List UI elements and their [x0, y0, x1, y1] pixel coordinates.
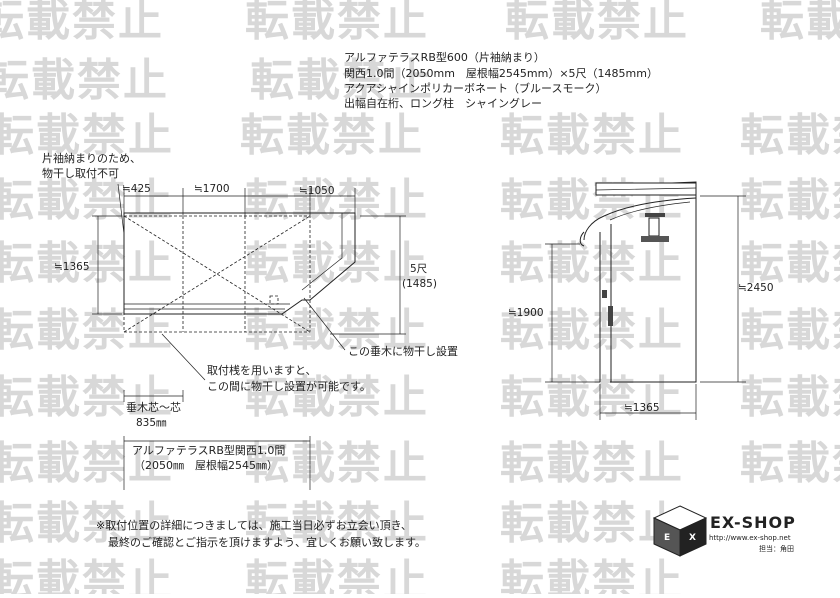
side-view: ≒1900 ≒2450 ≒1365	[508, 181, 774, 420]
plan-dim-projection-mm: (1485)	[402, 278, 437, 290]
plan-dim-projection: 5尺	[410, 263, 428, 275]
watermark-text: 転載禁止	[740, 238, 840, 289]
watermark-text: 転載禁止	[740, 438, 840, 489]
watermark-text: 転載禁止	[245, 556, 429, 594]
brand-cube-icon: E X	[652, 505, 708, 557]
watermark-text: 転載禁止	[760, 0, 840, 46]
watermark-text: 転載禁止	[740, 372, 840, 423]
plan-post-marker	[269, 295, 279, 305]
watermark-text: 転載禁止	[500, 372, 684, 423]
plan-rafter-span-label: 垂木芯～芯	[126, 400, 181, 414]
watermark-text: 転載禁止	[0, 438, 174, 489]
plan-gutter-outline	[301, 213, 343, 291]
plan-mount-callout-1: 取付桟を用いますと、	[207, 363, 317, 377]
side-bracket	[645, 213, 665, 217]
watermark-text: 転載禁止	[0, 372, 174, 423]
plan-note-line-1: 片袖納まりのため、	[42, 151, 141, 165]
watermark-text: 転載禁止	[240, 110, 424, 161]
side-bracket-plate	[641, 236, 669, 242]
plan-rafter-frame	[123, 215, 311, 333]
svg-text:X: X	[689, 533, 696, 543]
watermark-text: 転載禁止	[245, 438, 429, 489]
watermark-text: 転載禁止	[500, 438, 684, 489]
plan-width-label-2: （2050㎜ 屋根幅2545㎜）	[134, 458, 278, 472]
spec-block: アルファテラスRB型600（片袖納まり） 関西1.0間（2050mm 屋根幅25…	[344, 50, 658, 110]
brand-person: 担当：角田	[759, 544, 794, 553]
watermark-text: 転載禁止	[0, 305, 174, 356]
plan-dim-depth: ≒1365	[54, 261, 90, 273]
footer-note: ※取付位置の詳細につきましては、施工当日必ずお立会い頂き、 最終のご確認とご指示…	[96, 518, 426, 549]
footer-note-line-1: ※取付位置の詳細につきましては、施工当日必ずお立会い頂き、	[96, 518, 412, 532]
svg-text:E: E	[664, 533, 670, 543]
footer-note-line-2: 最終のご確認とご指示を頂けますよう、宜しくお願い致します。	[108, 535, 426, 549]
brand-url: http://www.ex-shop.net	[709, 534, 791, 542]
side-roof-sweep	[583, 197, 697, 241]
watermark-text: 転載禁止	[0, 175, 174, 226]
watermark-text: 転載禁止	[0, 0, 164, 46]
side-post-fitting	[602, 290, 607, 298]
side-dim-depth: ≒1365	[624, 402, 660, 414]
watermark-text: 転載禁止	[500, 556, 684, 594]
watermark-text: 転載禁止	[0, 110, 174, 161]
plan-view: 片袖納まりのため、 物干し取付不可 ≒425 ≒1700 ≒1050 ≒1365	[42, 151, 458, 490]
side-dim-height-post: ≒1900	[508, 307, 544, 319]
watermark-text: 転載禁止	[505, 0, 689, 46]
plan-note-line-2: 物干し取付不可	[42, 166, 119, 180]
spec-line-4: 出幅自在桁、ロング柱 シャイングレー	[344, 96, 542, 110]
plan-dim-mid: ≒1700	[194, 183, 230, 195]
plan-note-leader	[117, 183, 125, 235]
watermark-text: 転載禁止	[500, 305, 684, 356]
plan-dim-left: ≒425	[122, 183, 151, 195]
plan-diagonal	[123, 215, 311, 333]
spec-line-1: アルファテラスRB型600（片袖納まり）	[344, 50, 545, 64]
watermark-text: 転載禁止	[245, 238, 429, 289]
watermark-text: 転載禁止	[0, 55, 169, 106]
spec-line-2: 関西1.0間（2050mm 屋根幅2545mm）×5尺（1485mm）	[344, 66, 658, 80]
watermark-text: 転載禁止	[740, 175, 840, 226]
watermark-text: 転載禁止	[500, 498, 684, 549]
plan-rafter-callout-leader	[303, 297, 346, 351]
plan-rafter-callout: この垂木に物干し設置	[348, 344, 458, 358]
watermark-text: 転載禁止	[250, 55, 434, 106]
watermark-text: 転載禁止	[0, 498, 174, 549]
watermark-text: 転載禁止	[740, 305, 840, 356]
plan-width-label-1: アルファテラスRB型関西1.0間	[132, 443, 285, 457]
plan-diagonal	[123, 215, 311, 333]
watermark-text: 転載禁止	[0, 238, 174, 289]
plan-mount-callout-leader	[161, 333, 206, 381]
spec-line-3: アクアシャインポリカーボネート（ブルースモーク）	[344, 81, 606, 95]
watermark-text: 転載禁止	[740, 110, 840, 161]
brand-name: EX-SHOP	[710, 513, 796, 532]
watermark-text: 転載禁止	[500, 238, 684, 289]
plan-dim-right: ≒1050	[299, 185, 335, 197]
plan-mount-callout-2: この間に物干し設置が可能です。	[207, 379, 371, 393]
watermark-text: 転載禁止	[500, 110, 684, 161]
watermark-text: 転載禁止	[245, 498, 429, 549]
plan-rafter-span-value: 835㎜	[136, 417, 167, 429]
watermark-text: 転載禁止	[245, 372, 429, 423]
brand-logo: E X EX-SHOP http://www.ex-shop.net 担当：角田	[652, 505, 796, 557]
watermark-text: 転載禁止	[245, 175, 429, 226]
side-dim-height-total: ≒2450	[738, 282, 774, 294]
side-gutter-hook	[579, 231, 585, 247]
watermark-text: 転載禁止	[245, 0, 429, 46]
watermark-text: 転載禁止	[0, 556, 174, 594]
